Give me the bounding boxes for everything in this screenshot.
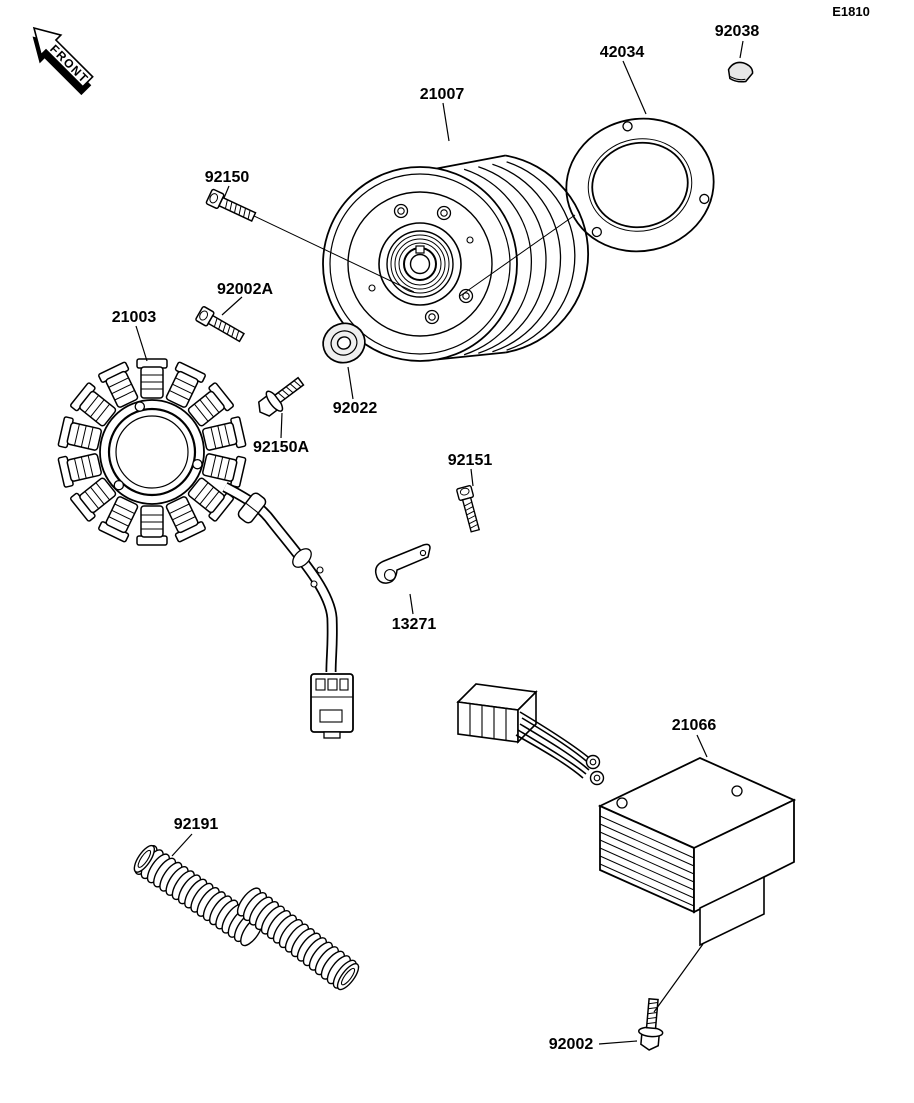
label-92002: 92002 [549,1036,594,1053]
regulator-foot [699,875,765,947]
assembly-line-21066-92002 [653,943,704,1013]
label-92150: 92150 [205,169,250,186]
label-21007: 21007 [420,86,465,103]
front-arrow-icon [32,26,94,88]
bolt-92150 [205,188,258,225]
leader-92150a [280,412,283,439]
label-21003: 21003 [112,309,157,326]
grommet [237,492,267,524]
flywheel-21007 [322,154,590,362]
front-direction-marker: FRONT [32,26,94,96]
connector-latch [323,731,341,739]
leader-92191 [171,833,193,857]
heatsink-fins [599,815,695,907]
label-21066: 21066 [672,717,717,734]
diagram-code: E1810 [832,4,870,19]
assembly-line-42034 [459,214,576,297]
corrugated-tube-92191-a [130,841,268,950]
label-42034: 42034 [600,44,645,61]
leader-lines [135,40,744,1045]
leader-13271 [409,593,414,615]
label-92191: 92191 [174,816,219,833]
label-92022: 92022 [333,400,378,417]
leader-21066 [696,734,708,758]
washer-92022 [322,322,366,364]
ring-42034 [565,117,715,253]
wire-sleeve [292,548,312,568]
stator-connector [310,673,354,739]
ring-terminal [589,770,605,786]
regulator-21066 [597,757,797,947]
leader-92150 [223,185,230,199]
stator-lead-wire [222,482,338,673]
leader-92002a [221,296,243,316]
bolt-92151 [455,484,483,534]
label-92038: 92038 [715,23,760,40]
leader-21003 [135,325,148,362]
corrugated-tube-92191-b [232,883,362,993]
label-13271: 13271 [392,616,437,633]
assembly-line-92150 [253,215,415,293]
regulator-connector [456,683,538,744]
clamp-13271 [374,543,431,584]
leader-92038 [739,40,744,59]
keyway-slot [415,245,425,254]
bolt-92002a [194,305,247,346]
label-92002a: 92002A [217,281,273,298]
leader-92022 [347,366,354,400]
bolt-92150a [252,370,309,423]
label-92151: 92151 [448,452,493,469]
stator-21003 [57,358,247,546]
leader-92002 [598,1040,638,1045]
label-92150a: 92150A [253,439,309,456]
bolt-92002 [636,997,667,1052]
leader-21007 [442,102,450,142]
regulator-wires [515,711,605,786]
leader-92151 [470,468,474,487]
ring-terminal [585,754,601,770]
leader-42034 [622,60,647,115]
woodruff-key-92038 [727,61,754,83]
